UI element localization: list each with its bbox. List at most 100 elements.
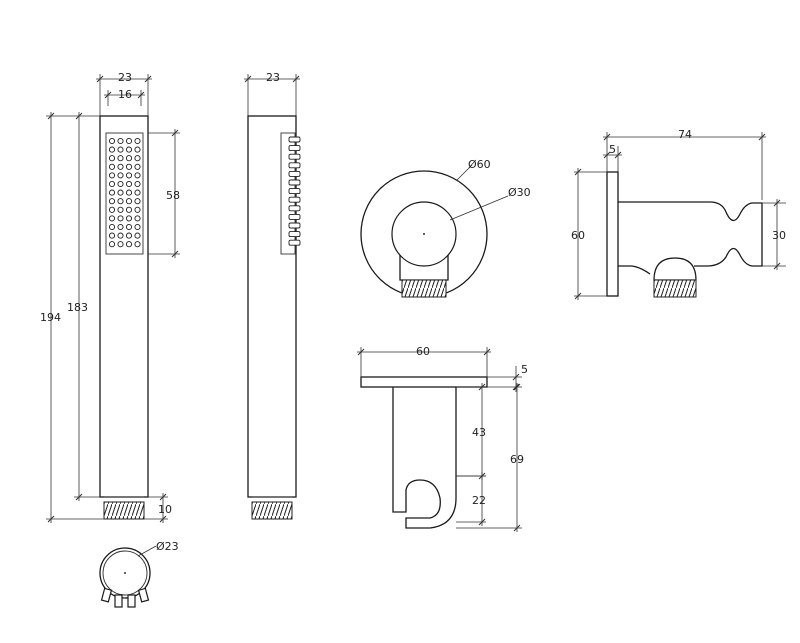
outlet-inner-diameter-label: Ø30 (508, 186, 531, 199)
nozzle-icon (117, 189, 124, 196)
dim-plate-height: 60 (571, 168, 607, 300)
nozzle-icon (134, 189, 141, 196)
dim-bracket-plate-thickness: 5 (487, 363, 528, 392)
side-nozzle-icon (288, 179, 301, 186)
dim-thread-length: 10 (144, 493, 172, 523)
nozzle-icon (134, 146, 141, 153)
dim-bracket-arm-length: 43 (456, 383, 486, 480)
nozzle-icon (125, 206, 133, 213)
nozzle-icon (125, 189, 133, 196)
outlet-plate-diameter-label: Ø60 (468, 158, 491, 171)
side-nozzle-icon (288, 205, 301, 212)
nozzle-icon (125, 163, 133, 170)
nozzle-icon (134, 215, 141, 222)
dim-bracket-width: 60 (357, 345, 491, 377)
side-nozzle-icon (288, 222, 301, 229)
bracket-arm-length-label: 43 (472, 426, 486, 439)
nozzle-icon (125, 146, 133, 153)
nozzle-icon (108, 232, 116, 239)
dim-outlet-depth: 74 (603, 128, 766, 200)
wall-outlet-front-view: Ø60 Ø30 (360, 158, 531, 298)
dim-holder-diameter: 30 (762, 199, 786, 270)
nozzle-icon (134, 206, 141, 213)
handset-body-length-label: 183 (67, 301, 88, 314)
nozzle-icon (125, 198, 133, 205)
nozzle-icon (117, 215, 124, 222)
nozzle-icon (134, 241, 141, 248)
nozzle-icon (134, 155, 141, 162)
nozzle-icon (125, 180, 133, 188)
handset-total-length-label: 194 (40, 311, 61, 324)
nozzle-icon (125, 241, 133, 248)
plate-thickness-label: 5 (609, 143, 616, 156)
nozzle-icon (125, 215, 133, 222)
nozzle-icon (108, 241, 116, 248)
nozzle-icon (117, 241, 124, 248)
nozzle-icon (108, 180, 116, 188)
nozzle-icon (125, 155, 133, 162)
dim-handset-body-length: 183 (67, 112, 100, 501)
handset-side-view (247, 115, 301, 520)
handset-front-view (99, 115, 149, 520)
outlet-depth-label: 74 (678, 128, 692, 141)
nozzle-icon (134, 198, 141, 205)
nozzle-icon (134, 137, 141, 145)
side-nozzle-icon (288, 145, 301, 152)
plate-height-label: 60 (571, 229, 585, 242)
side-nozzle-icon (288, 213, 301, 220)
nozzle-icon (117, 155, 124, 162)
nozzle-icon (125, 137, 133, 145)
nozzle-icon (117, 137, 124, 145)
nozzle-icon (108, 172, 116, 179)
side-nozzle-icon (288, 188, 301, 195)
handset-width-label: 23 (118, 71, 132, 84)
nozzle-icon (125, 223, 133, 231)
nozzle-icon (134, 180, 141, 188)
side-width-label: 23 (266, 71, 280, 84)
nozzle-icon (134, 232, 141, 239)
handset-inner-width-label: 16 (118, 88, 132, 101)
nozzle-icon (134, 163, 141, 170)
thread-length-label: 10 (158, 503, 172, 516)
nozzle-icon (117, 223, 124, 231)
spray-face-length-label: 58 (166, 189, 180, 202)
side-nozzles (288, 136, 301, 246)
side-nozzle-icon (288, 162, 301, 169)
nozzle-icon (108, 146, 116, 153)
bracket-plate-thickness-label: 5 (521, 363, 528, 376)
dim-handset-width: 23 (96, 71, 152, 116)
nozzle-icon (117, 163, 124, 170)
side-nozzle-icon (288, 231, 301, 238)
wall-outlet-side-view (606, 171, 763, 298)
nozzle-icon (125, 232, 133, 239)
nozzle-icon (108, 215, 116, 222)
dim-plate-thickness: 5 (603, 143, 622, 172)
nozzle-icon (108, 198, 116, 205)
nozzle-icon (108, 189, 116, 196)
bracket-total-length-label: 69 (510, 453, 524, 466)
nozzle-icon (117, 198, 124, 205)
bracket-view (360, 376, 488, 529)
handset-diameter-label: Ø23 (156, 540, 179, 553)
dim-bracket-cradle-height: 22 (456, 472, 486, 526)
side-nozzle-icon (288, 239, 301, 246)
nozzle-icon (108, 163, 116, 170)
bracket-cradle-height-label: 22 (472, 494, 486, 507)
nozzle-icon (108, 155, 116, 162)
spray-nozzle-grid (108, 137, 141, 248)
nozzle-icon (117, 172, 124, 179)
bracket-width-label: 60 (416, 345, 430, 358)
nozzle-icon (117, 146, 124, 153)
handset-end-view: Ø23 (99, 540, 179, 608)
nozzle-icon (117, 232, 124, 239)
dim-handset-inner-width: 16 (104, 88, 145, 106)
nozzle-icon (117, 206, 124, 213)
dim-spray-face-length: 58 (148, 129, 180, 258)
nozzle-icon (108, 137, 116, 145)
side-nozzle-icon (288, 153, 301, 160)
side-nozzle-icon (288, 170, 301, 177)
side-nozzle-icon (288, 136, 301, 143)
nozzle-icon (117, 180, 124, 188)
side-nozzle-icon (288, 196, 301, 203)
